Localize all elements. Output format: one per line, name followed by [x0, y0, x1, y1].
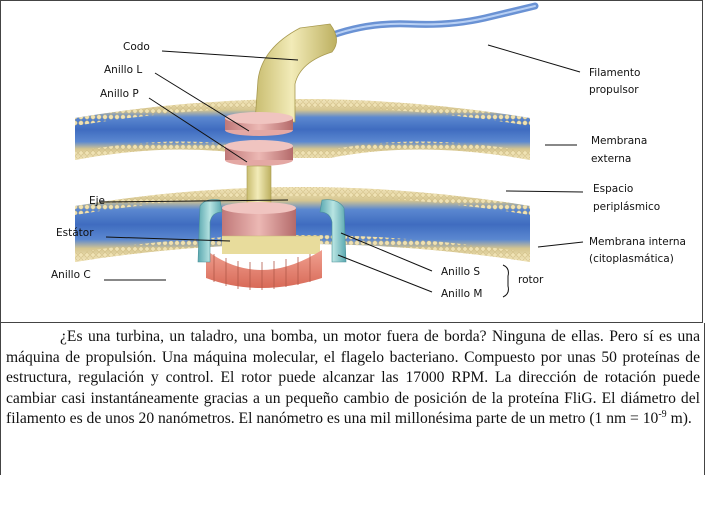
ms-ring	[222, 202, 320, 254]
label-rotor: rotor	[518, 274, 544, 286]
inner-membrane	[75, 187, 530, 262]
outer-membrane	[75, 99, 530, 160]
label-anillo-s: Anillo S	[441, 266, 480, 278]
label-filamento-line1: Filamento	[589, 67, 640, 79]
figure-frame	[0, 0, 703, 323]
label-estator: Estátor	[56, 227, 94, 239]
label-membrana-ext-line1: Membrana	[591, 135, 647, 147]
caption-paragraph: ¿Es una turbina, un taladro, una bomba, …	[6, 327, 700, 430]
label-membrana-int-line1: Membrana interna	[589, 236, 686, 248]
label-membrana-int-line2: (citoplasmática)	[589, 253, 674, 265]
caption-main-text: ¿Es una turbina, un taladro, una bomba, …	[6, 328, 700, 428]
caption-end-text: m).	[666, 410, 692, 428]
l-ring	[225, 112, 293, 136]
c-ring	[206, 250, 322, 290]
label-codo: Codo	[123, 41, 150, 53]
label-anillo-m: Anillo M	[441, 288, 482, 300]
flagellum-diagram: Codo Anillo L Anillo P Eje Estátor Anill…	[51, 2, 686, 300]
label-anillo-l: Anillo L	[104, 64, 142, 76]
label-espacio-line2: periplásmico	[593, 201, 660, 213]
label-eje: Eje	[89, 195, 105, 207]
label-espacio-line1: Espacio	[593, 183, 633, 195]
label-anillo-c: Anillo C	[51, 269, 91, 281]
p-ring	[225, 140, 293, 166]
label-membrana-ext-line2: externa	[591, 153, 631, 165]
stator-left	[197, 199, 223, 263]
stator-right	[319, 199, 347, 263]
caption-exponent: -9	[658, 409, 667, 421]
label-filamento-line2: propulsor	[589, 84, 639, 96]
leader-lines	[99, 44, 584, 298]
filament	[321, 2, 539, 42]
hook	[254, 23, 337, 123]
label-anillo-p: Anillo P	[100, 88, 139, 100]
